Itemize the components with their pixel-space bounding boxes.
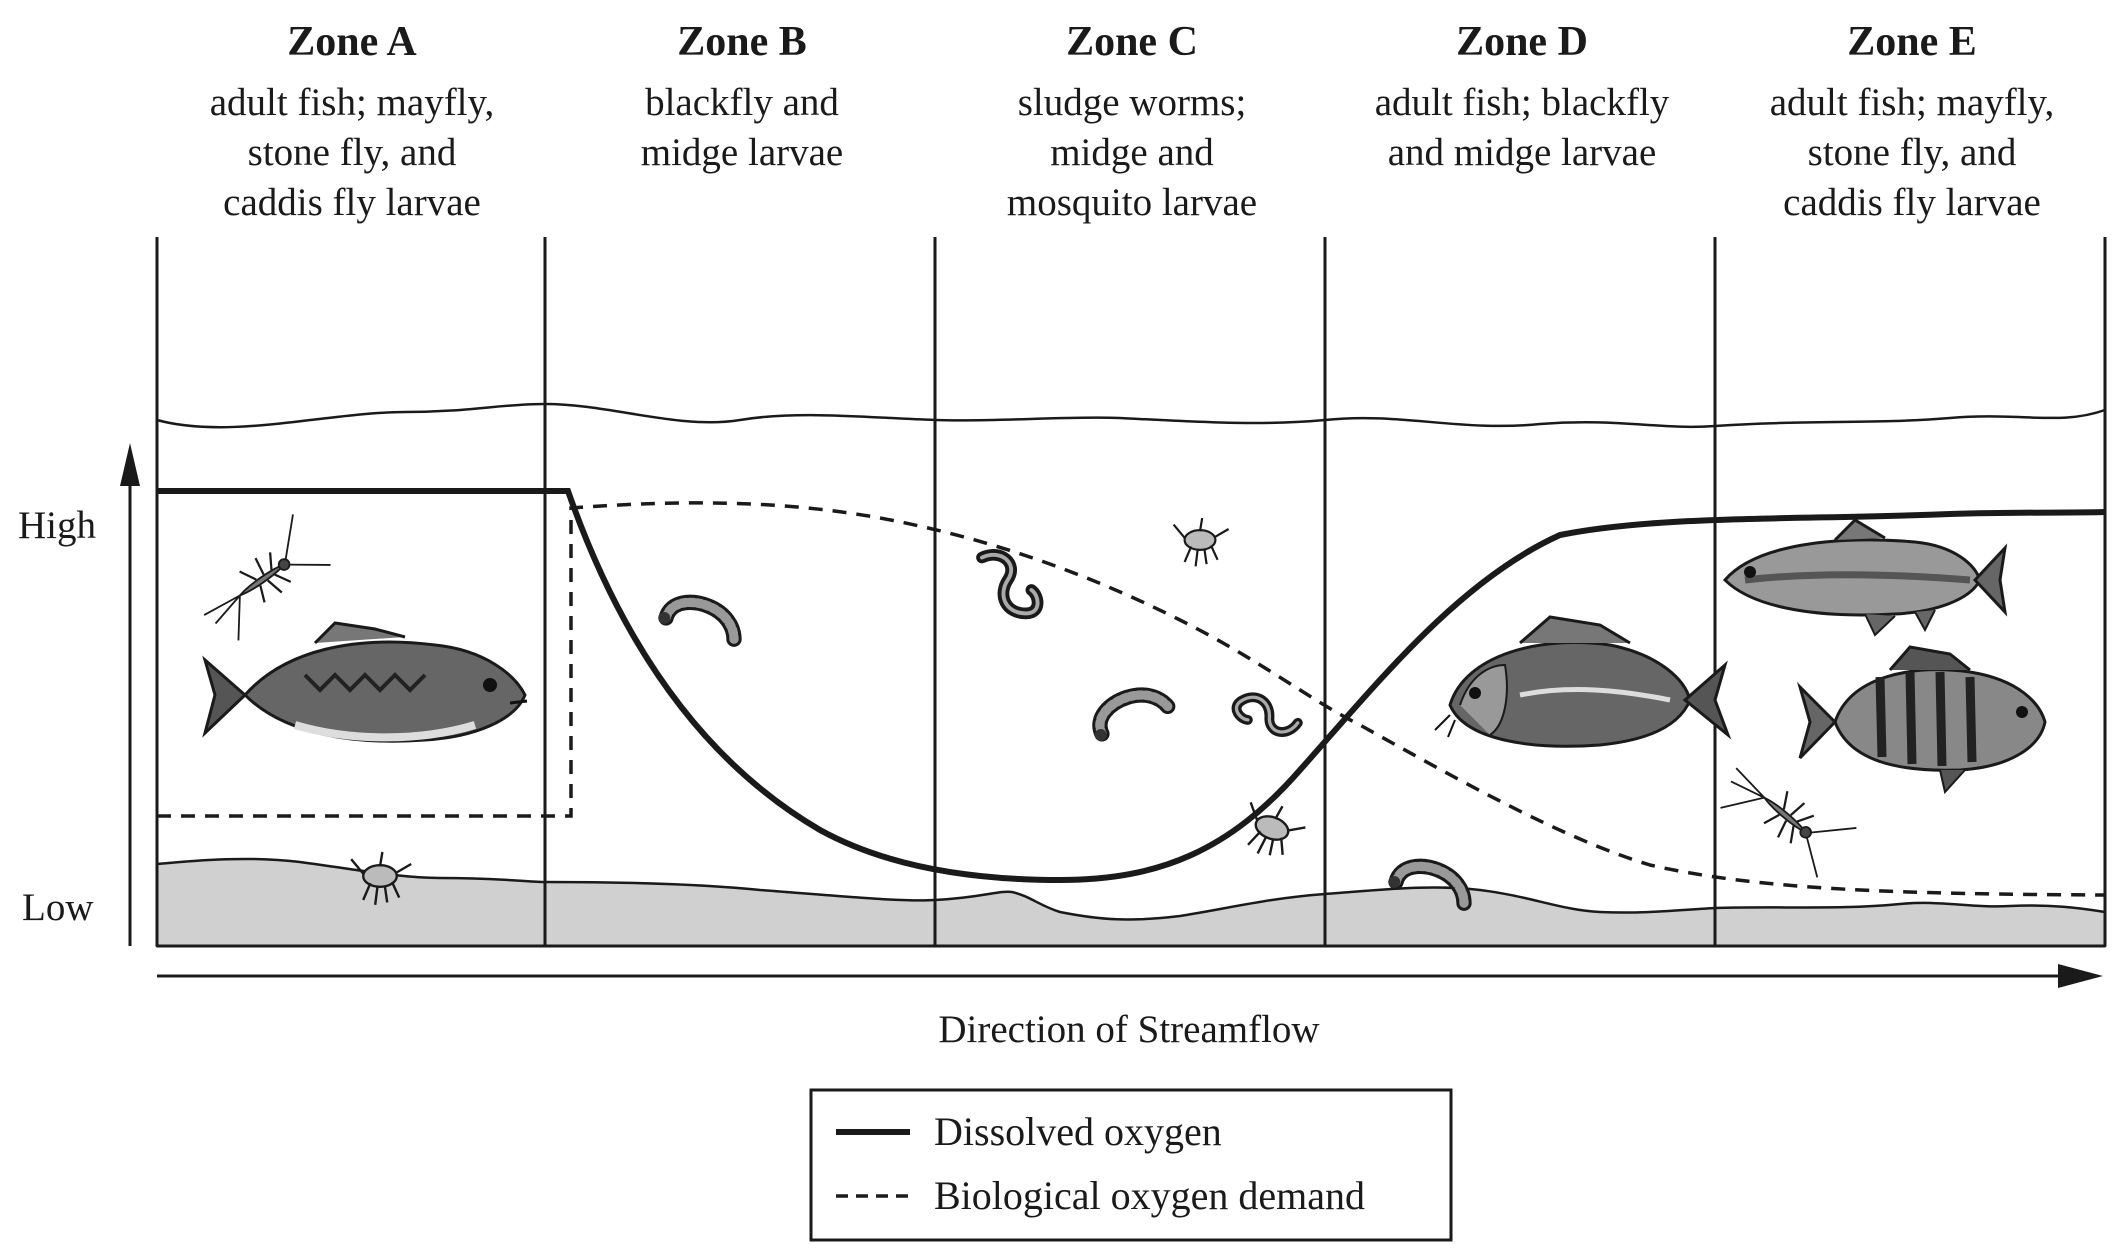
zone-c-description-line: sludge worms; [1018,81,1247,124]
zone-d-description-line: and midge larvae [1388,131,1657,174]
dissolved-oxygen-curve [157,488,2106,884]
zone-dividers [155,237,2107,948]
zone-d-description-line: adult fish; blackfly [1375,81,1670,124]
zone-headers: Zone A adult fish; mayfly, stone fly, and c… [210,19,2055,224]
zone-c-title: Zone C [1066,19,1198,65]
zone-a-description-line: adult fish; mayfly, [210,81,495,124]
y-axis-arrow-icon [120,443,140,486]
legend-biological-oxygen-demand-label: Biological oxygen demand [934,1173,1365,1218]
mayfly-larva-icon [184,512,337,650]
stream-bed [155,857,2107,948]
sludge-worm-icon [1233,682,1299,748]
zone-b-title: Zone B [677,19,807,65]
zone-e-description-line: caddis fly larvae [1783,181,2041,224]
zone-e-description-line: adult fish; mayfly, [1770,81,2055,124]
zone-a-title: Zone A [287,19,417,65]
zone-b-description-line: blackfly and [645,81,839,124]
zone-a-description-line: caddis fly larvae [223,181,481,224]
mosquito-larva-icon [1172,516,1230,568]
bass-fish-icon [202,621,528,743]
water-surface [156,402,2106,429]
x-axis: Direction of Streamflow [157,964,2103,1051]
zone-c-description-line: midge and [1050,131,1214,174]
sludge-worm-icon [982,555,1038,614]
zone-c-description-line: mosquito larvae [1007,181,1257,224]
y-axis: High Low [18,443,140,946]
carp-fish-icon [1434,615,1732,748]
biological-oxygen-demand-curve [157,501,2106,897]
zone-e-description-line: stone fly, and [1808,131,2017,174]
x-axis-label: Direction of Streamflow [938,1008,1319,1051]
mosquito-larva-icon [1233,794,1311,867]
legend-box [809,1088,1453,1242]
zone-b-description-line: midge larvae [641,131,843,174]
x-axis-arrow-icon [2058,964,2103,988]
y-axis-high-label: High [18,504,96,547]
midge-larva-icon [658,602,734,639]
legend: Dissolved oxygen Biological oxygen deman… [809,1088,1453,1242]
midge-larva-icon [1086,678,1168,755]
trout-fish-icon [1722,518,2008,637]
perch-fish-icon [1796,645,2047,795]
zone-a-description-line: stone fly, and [248,131,457,174]
mayfly-larva-icon [1709,742,1859,886]
y-axis-low-label: Low [22,886,94,929]
zone-d-title: Zone D [1456,19,1588,65]
zone-e-title: Zone E [1847,19,1977,65]
legend-dissolved-oxygen-label: Dissolved oxygen [934,1109,1222,1154]
